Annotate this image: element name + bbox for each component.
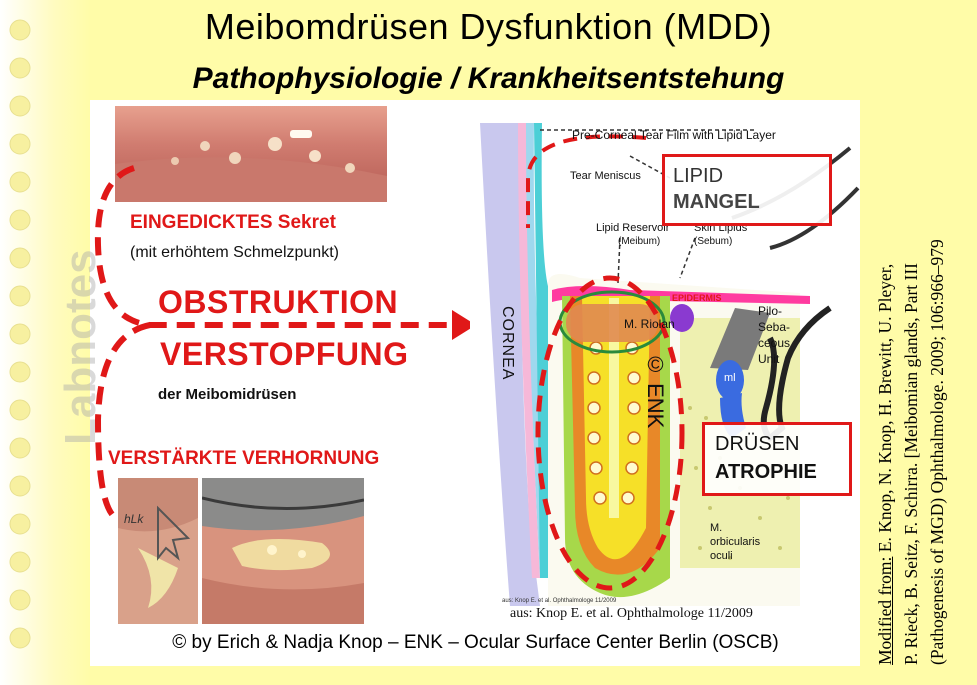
meibum-label: (Meibum)	[618, 236, 661, 247]
reference-line2: P. Rieck, B. Seitz, F. Schirra. [Meibomi…	[901, 262, 921, 665]
lipid-box-line2: MANGEL	[673, 191, 760, 213]
obstruction-label: OBSTRUKTION	[158, 284, 399, 320]
drusen-box-line2: ATROPHIE	[715, 461, 817, 483]
orbicularis-label-2: orbicularis	[710, 536, 761, 548]
lipid-box-line1: LIPID	[673, 165, 724, 187]
reference-line1: E. Knop, N. Knop, H. Brewitt, U. Pleyer,	[875, 263, 895, 557]
lipid-reservoir-label: Lipid Reservoir	[596, 222, 670, 234]
pilo-label-1: Pilo-	[758, 304, 783, 318]
thickened-secretion-label: EINGEDICKTES Sekret	[130, 212, 336, 233]
sebum-label: (Sebum)	[694, 236, 733, 247]
cornea-label: CORNEA	[499, 306, 516, 381]
eyelid-photo	[115, 106, 387, 202]
reference-citation: Modified from: E. Knop, N. Knop, H. Brew…	[872, 25, 950, 665]
page-title: Meibomdrüsen Dysfunktion (MDD)	[204, 6, 773, 47]
obstruction-arrows	[94, 165, 476, 523]
drusen-box-line1: DRÜSEN	[715, 433, 800, 455]
reference-line3: (Pathogenesis of MGD) Ophthalmologe. 200…	[927, 239, 947, 665]
lipid-deficiency-box: LIPID MANGEL	[662, 154, 832, 226]
source-small-label: aus: Knop E. et al. Ophthalmologe 11/200…	[502, 598, 617, 604]
binder-holes	[9, 19, 31, 649]
meibomian-glands-label: der Meibomidrüsen	[158, 386, 297, 403]
footer-credit: © by Erich & Nadja Knop – ENK – Ocular S…	[172, 632, 779, 653]
orbicularis-label-3: oculi	[710, 550, 733, 562]
pilo-label-4: Unit	[758, 352, 780, 366]
riolan-label: M. Riolan	[624, 317, 675, 331]
gland-atrophy-box: DRÜSEN ATROPHIE	[702, 422, 852, 496]
keratin-photo-1	[118, 478, 198, 624]
enk-copyright-mark: © ENK	[643, 352, 668, 429]
blockage-label: VERSTOPFUNG	[160, 336, 409, 372]
melting-point-label: (mit erhöhtem Schmelzpunkt)	[130, 244, 339, 261]
page-subtitle: Pathophysiologie / Krankheitsentstehung	[192, 62, 785, 95]
ml-label: ml	[724, 372, 736, 384]
tear-film-label: Pre-Corneal Tear Film with Lipid Layer	[572, 128, 776, 142]
reference-prefix: Modified from:	[875, 556, 895, 665]
pilo-label-2: Seba-	[758, 320, 791, 334]
keratinization-label: VERSTÄRKTE VERHORNUNG	[108, 448, 380, 469]
tear-meniscus-label: Tear Meniscus	[570, 170, 641, 182]
pilo-label-3: ceous	[758, 336, 791, 350]
photo-label: hLk	[124, 512, 144, 526]
keratin-photo-2	[202, 478, 364, 624]
orbicularis-label-1: M.	[710, 522, 723, 534]
source-label: aus: Knop E. et al. Ophthalmologe 11/200…	[510, 606, 753, 621]
epidermis-label: EPIDERMIS	[672, 293, 722, 303]
